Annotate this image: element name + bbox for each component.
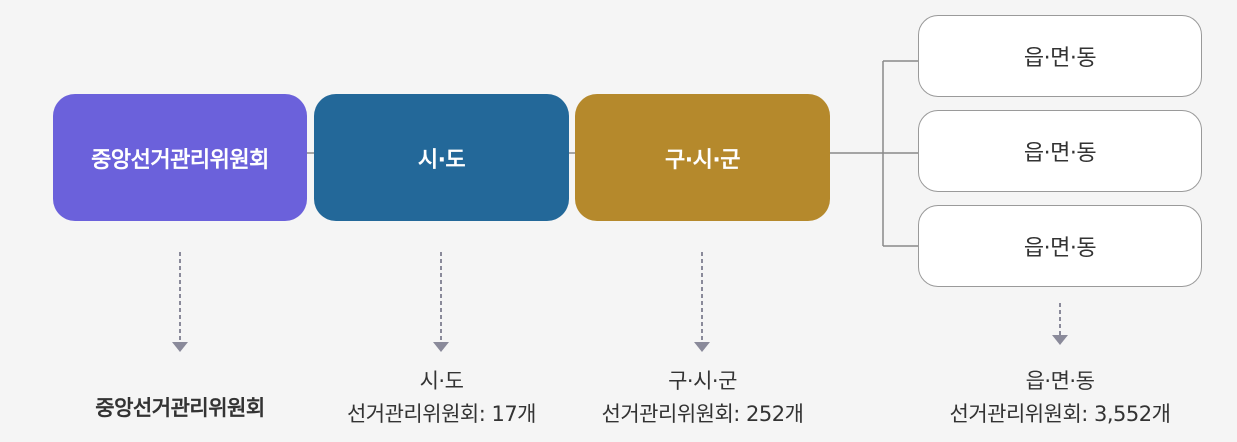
caption-eup-line1: 읍·면·동: [1025, 369, 1095, 393]
node-eup-1: 읍·면·동: [918, 15, 1202, 97]
arrow-gusi: [694, 252, 710, 352]
caption-eup-line2: 선거관리위원회: 3,552개: [949, 402, 1171, 426]
node-eup-3: 읍·면·동: [918, 205, 1202, 287]
arrow-central: [172, 252, 188, 352]
caption-eup: 읍·면·동 선거관리위원회: 3,552개: [918, 365, 1202, 431]
caption-sido-line1: 시·도: [419, 369, 464, 393]
node-gusi: 구·시·군: [575, 94, 830, 221]
caption-central: 중앙선거관리위원회: [53, 392, 307, 425]
caption-sido-line2: 선거관리위원회: 17개: [346, 402, 537, 426]
node-sido: 시·도: [314, 94, 569, 221]
caption-gusi-line2: 선거관리위원회: 252개: [601, 402, 804, 426]
node-central-label: 중앙선거관리위원회: [91, 147, 269, 173]
node-eup-3-label: 읍·면·동: [1023, 236, 1097, 261]
caption-central-line1: 중앙선거관리위원회: [95, 396, 265, 420]
caption-sido: 시·도 선거관리위원회: 17개: [314, 365, 569, 431]
node-eup-1-label: 읍·면·동: [1023, 46, 1097, 71]
caption-gusi: 구·시·군 선거관리위원회: 252개: [575, 365, 830, 431]
arrow-sido: [433, 252, 449, 352]
node-eup-2: 읍·면·동: [918, 110, 1202, 192]
node-sido-label: 시·도: [417, 147, 466, 173]
node-central: 중앙선거관리위원회: [53, 94, 307, 221]
node-gusi-label: 구·시·군: [665, 147, 740, 173]
node-eup-2-label: 읍·면·동: [1023, 141, 1097, 166]
arrow-eup: [1052, 303, 1068, 345]
caption-gusi-line1: 구·시·군: [668, 369, 737, 393]
